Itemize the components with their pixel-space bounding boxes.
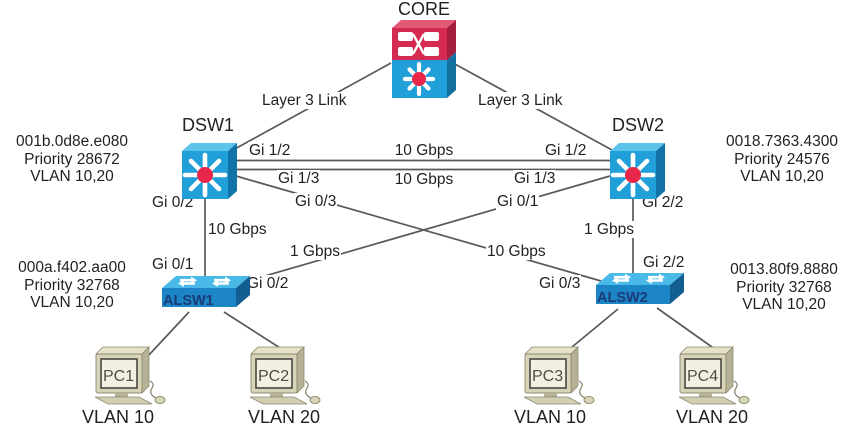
dsw1-priority: Priority 28672	[24, 150, 120, 168]
pc4-screen-label: PC4	[687, 368, 718, 385]
pc1-vlan-label: VLAN 10	[81, 407, 155, 427]
alsw1-priority: Priority 32768	[24, 276, 120, 294]
core-multilayer-switch-icon	[392, 20, 456, 98]
alsw1-icon-label: ALSW1	[163, 293, 214, 309]
link-dsw1-alsw2	[235, 175, 602, 282]
alsw2-priority: Priority 32768	[736, 278, 832, 296]
port-label-alsw2-gi2-2: Gi 2/2	[642, 254, 686, 271]
alsw1-switch-icon: ALSW1	[162, 276, 250, 309]
port-label-dsw2-gi1-2: Gi 1/2	[544, 142, 588, 159]
link-alsw1-pc1	[147, 311, 190, 357]
alsw2-stp-info: 0013.80f9.8880 Priority 32768 VLAN 10,20	[714, 261, 850, 314]
dsw1-vlans: VLAN 10,20	[30, 168, 114, 185]
link-alsw2-pc4	[656, 307, 720, 353]
speed-label-dsw1-alsw2: 10 Gbps	[486, 243, 547, 260]
layer3-link-left-label: Layer 3 Link	[261, 92, 348, 109]
layer3-link-right-label: Layer 3 Link	[477, 92, 564, 109]
link-alsw2-pc3	[565, 308, 619, 353]
speed-label-trunk2: 10 Gbps	[388, 171, 460, 188]
speed-label-trunk1: 10 Gbps	[388, 142, 460, 159]
port-label-dsw1-gi0-3: Gi 0/3	[294, 193, 338, 210]
speed-label-dsw2-alsw2: 1 Gbps	[583, 221, 635, 238]
speed-label-dsw2-alsw1: 1 Gbps	[289, 243, 341, 260]
alsw2-vlans: VLAN 10,20	[742, 296, 826, 313]
speed-label-dsw1-alsw1: 10 Gbps	[207, 221, 268, 238]
port-label-alsw2-gi0-3: Gi 0/3	[538, 275, 582, 292]
dsw1-switch-icon	[182, 143, 237, 199]
dsw2-mac: 0018.7363.4300	[725, 133, 839, 150]
core-label: CORE	[397, 0, 450, 19]
dsw2-label: DSW2	[611, 115, 664, 135]
port-label-dsw2-gi1-3: Gi 1/3	[513, 170, 557, 187]
alsw2-switch-icon: ALSW2	[596, 273, 684, 306]
pc3-screen-label: PC3	[532, 368, 563, 385]
pc2-screen-label: PC2	[258, 368, 289, 385]
dsw2-priority: Priority 24576	[734, 150, 830, 168]
port-label-dsw2-gi0-1: Gi 0/1	[496, 193, 540, 210]
pc4-computer-icon: PC4	[678, 346, 750, 405]
dsw1-stp-info: 001b.0d8e.e080 Priority 28672 VLAN 10,20	[2, 133, 142, 186]
pc1-screen-label: PC1	[103, 368, 134, 385]
pc3-vlan-label: VLAN 10	[513, 407, 587, 427]
dsw2-switch-icon	[610, 143, 665, 199]
dsw2-vlans: VLAN 10,20	[740, 168, 824, 185]
pc4-vlan-label: VLAN 20	[675, 407, 749, 427]
link-dsw2-alsw1	[243, 175, 611, 283]
port-label-dsw1-gi1-3: Gi 1/3	[277, 170, 321, 187]
dsw1-mac: 001b.0d8e.e080	[15, 133, 129, 150]
dsw2-stp-info: 0018.7363.4300 Priority 24576 VLAN 10,20	[712, 133, 850, 186]
pc1-computer-icon: PC1	[94, 346, 166, 405]
alsw1-vlans: VLAN 10,20	[30, 294, 114, 311]
alsw1-stp-info: 000a.f402.aa00 Priority 32768 VLAN 10,20	[2, 259, 142, 312]
pc2-vlan-label: VLAN 20	[247, 407, 321, 427]
alsw2-mac: 0013.80f9.8880	[730, 261, 838, 278]
alsw1-mac: 000a.f402.aa00	[18, 259, 126, 276]
port-label-dsw1-gi1-2: Gi 1/2	[248, 142, 292, 159]
alsw2-icon-label: ALSW2	[597, 290, 648, 306]
dsw1-label: DSW1	[181, 115, 234, 135]
port-label-alsw1-gi0-1: Gi 0/1	[151, 256, 195, 273]
pc2-computer-icon: PC2	[249, 346, 321, 405]
pc3-computer-icon: PC3	[523, 346, 595, 405]
port-label-alsw1-gi0-2: Gi 0/2	[246, 275, 290, 292]
